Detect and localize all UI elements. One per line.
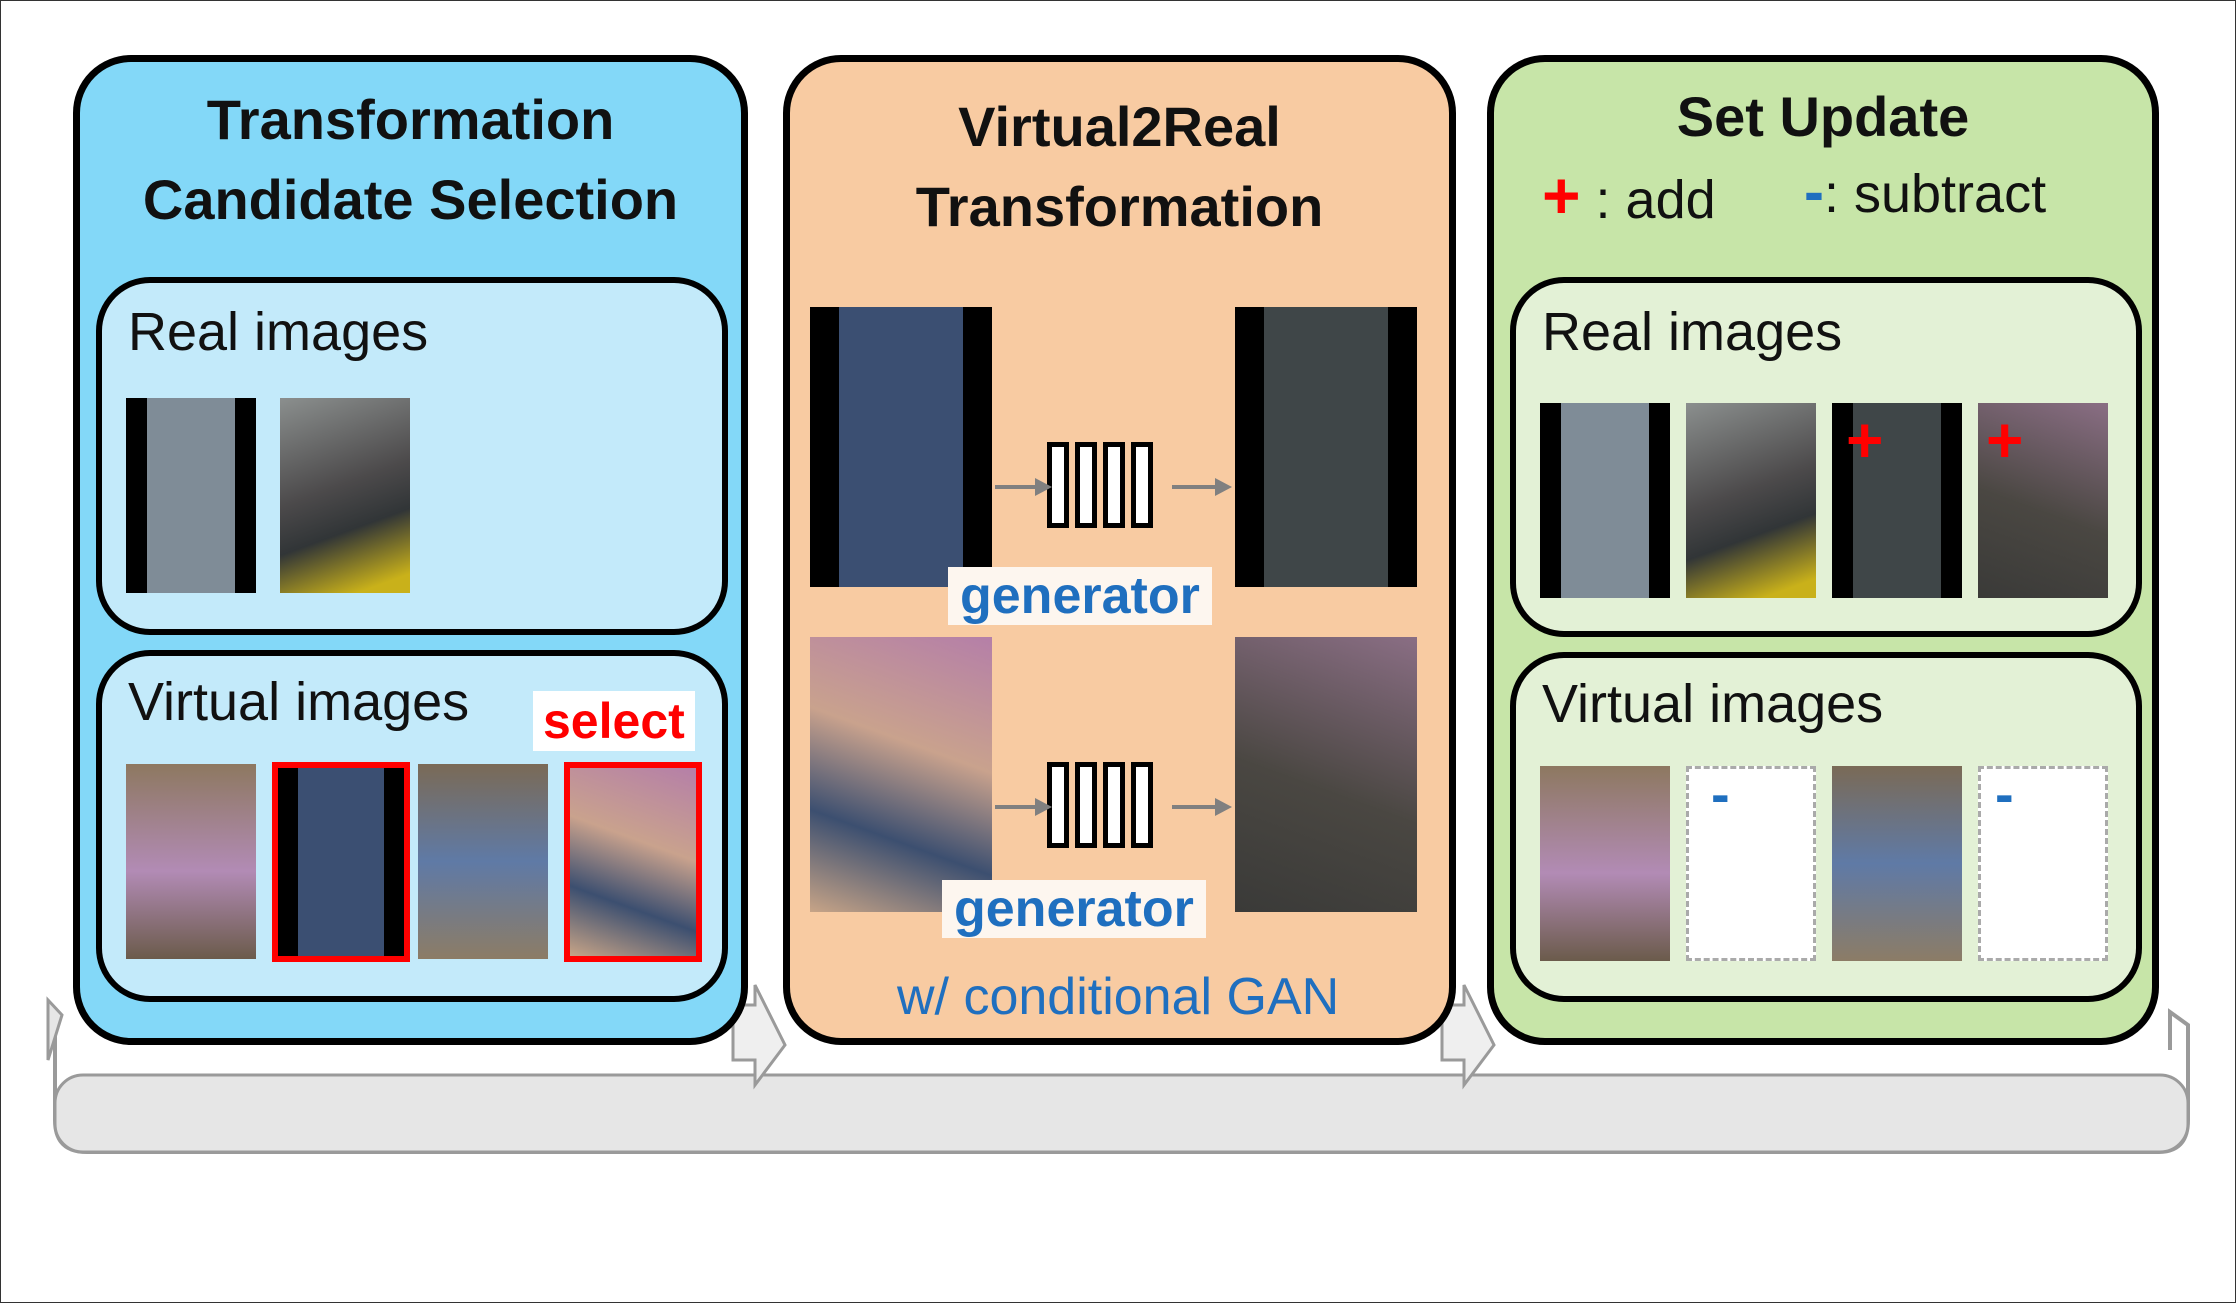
real-image-thumb	[280, 398, 410, 593]
real-image-thumb	[1540, 403, 1670, 598]
generator-block-2	[1047, 762, 1153, 848]
selection-real-label: Real images	[128, 302, 429, 362]
real-image-thumb	[126, 398, 256, 593]
added-real-image-thumb: +	[1978, 403, 2108, 598]
flow-arrow-1-icon	[731, 984, 787, 1090]
virtual2real-panel: Virtual2Real Transformation generator ge…	[783, 55, 1456, 1045]
generator-label-2: generator	[942, 880, 1206, 938]
removed-virtual-image-slot: -	[1686, 762, 1816, 961]
selected-virtual-image-thumb	[564, 762, 702, 962]
update-title: Set Update	[1676, 85, 1970, 148]
generator-arrows	[995, 478, 1232, 816]
add-legend: + : add	[1542, 157, 1716, 233]
add-legend-label: : add	[1580, 170, 1716, 230]
real-image-thumb	[1686, 403, 1816, 598]
plus-icon: +	[1846, 404, 1884, 476]
update-virtual-label: Virtual images	[1542, 674, 1884, 734]
flow-arrow-2-icon	[1440, 984, 1496, 1090]
generator-label-1: generator	[948, 567, 1212, 625]
loop-start-arrow-icon	[46, 996, 64, 1061]
minus-icon: -	[1804, 158, 1824, 225]
transformation-title-line1: Virtual2Real	[958, 95, 1281, 158]
subtract-legend: -: subtract	[1804, 157, 2046, 226]
minus-icon: -	[1711, 762, 1730, 825]
subtract-legend-label: : subtract	[1823, 164, 2047, 224]
selection-virtual-label: Virtual images	[128, 672, 470, 732]
input-virtual-sitting-image	[810, 637, 992, 912]
transformation-title-line2: Transformation	[915, 175, 1324, 238]
plus-icon: +	[1986, 404, 2024, 476]
selection-virtual-images-box: Virtual images select	[96, 650, 728, 1002]
virtual-image-thumb	[126, 764, 256, 959]
selection-title-line2: Candidate Selection	[142, 168, 679, 231]
removed-virtual-image-slot: -	[1978, 762, 2108, 961]
plus-icon: +	[1542, 158, 1581, 232]
selection-title-line1: Transformation	[206, 88, 615, 151]
generator-block-1	[1047, 442, 1153, 528]
minus-icon: -	[1995, 762, 2014, 825]
select-label: select	[533, 691, 695, 751]
virtual-image-thumb	[1540, 766, 1670, 961]
selected-virtual-image-thumb	[272, 762, 410, 962]
output-real-standing-image	[1235, 307, 1417, 587]
update-real-images-box: Real images + +	[1510, 277, 2142, 637]
feedback-loop-band	[53, 1073, 2190, 1154]
candidate-selection-panel: Transformation Candidate Selection Real …	[73, 55, 748, 1045]
virtual-image-thumb	[1832, 766, 1962, 961]
conditional-gan-label: w/ conditional GAN	[897, 968, 1340, 1026]
selection-real-images-box: Real images	[96, 277, 728, 635]
virtual-image-thumb	[418, 764, 548, 959]
update-virtual-images-box: Virtual images - -	[1510, 652, 2142, 1002]
output-real-sitting-image	[1235, 637, 1417, 912]
update-real-label: Real images	[1542, 302, 1843, 362]
input-virtual-standing-image	[810, 307, 992, 587]
set-update-panel: Set Update + : add -: subtract Real imag…	[1487, 55, 2159, 1045]
added-real-image-thumb: +	[1832, 403, 1962, 598]
